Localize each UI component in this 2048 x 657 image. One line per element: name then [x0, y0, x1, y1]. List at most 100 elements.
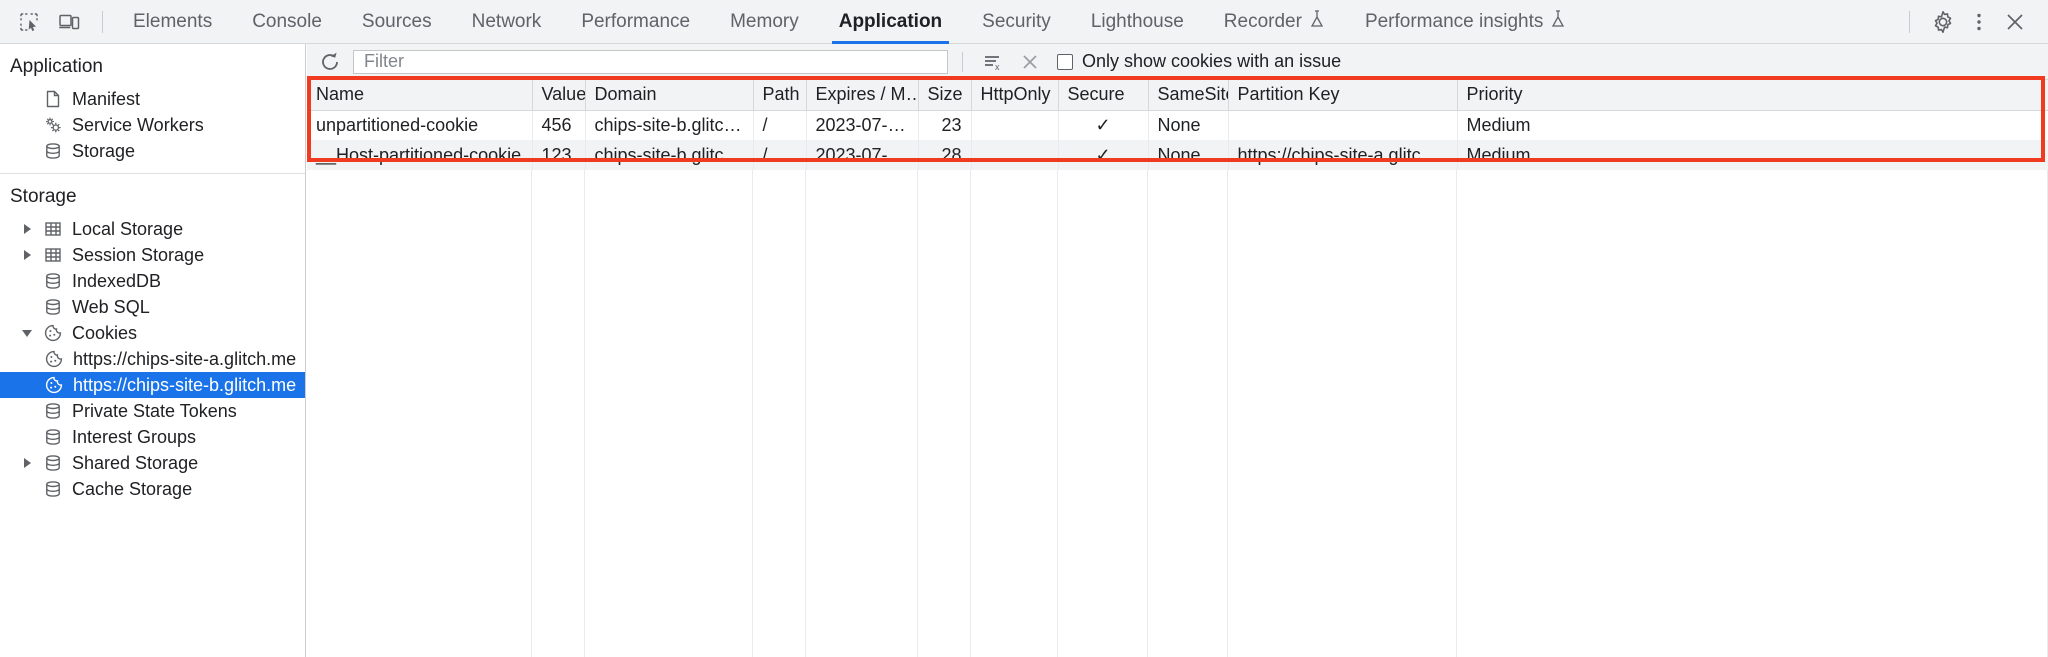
cell-partition-key[interactable]: https://chips-site-a.glitch.me [1228, 140, 1458, 170]
sidebar-item-storage[interactable]: Storage [0, 138, 305, 164]
table-row[interactable]: __Host-partitioned-cookie 123 chips-site… [307, 140, 2048, 170]
sidebar-item-label: https://chips-site-a.glitch.me [73, 348, 297, 369]
sidebar-item-label: IndexedDB [72, 270, 162, 291]
cell-secure[interactable]: ✓ [1058, 110, 1149, 140]
only-show-issues-checkbox-row[interactable]: Only show cookies with an issue [1057, 51, 1341, 72]
cell-httponly[interactable] [971, 140, 1059, 170]
empty-column [532, 170, 585, 657]
toolbar-divider [1909, 10, 1910, 33]
tab-application[interactable]: Application [819, 0, 962, 44]
chevron-right-icon[interactable] [22, 223, 34, 235]
clear-all-cookies-icon[interactable] [1015, 49, 1045, 75]
toolbar-divider [962, 51, 963, 72]
column-header-name[interactable]: Name [307, 80, 533, 111]
inspect-element-icon[interactable] [12, 7, 46, 37]
tab-lighthouse[interactable]: Lighthouse [1071, 0, 1204, 44]
database-icon [43, 427, 63, 447]
sidebar-item-interest-groups[interactable]: Interest Groups [0, 424, 305, 450]
cell-httponly[interactable] [971, 110, 1059, 140]
column-header-path[interactable]: Path [753, 80, 807, 111]
cell-domain[interactable]: chips-site-b.glitch.me [585, 110, 754, 140]
cell-samesite[interactable]: None [1148, 110, 1229, 140]
tab-security[interactable]: Security [962, 0, 1071, 44]
spacer [22, 431, 34, 443]
table-row[interactable]: unpartitioned-cookie 456 chips-site-b.gl… [307, 110, 2048, 140]
tab-recorder[interactable]: Recorder [1204, 0, 1345, 44]
column-header-samesite[interactable]: SameSite [1148, 80, 1229, 111]
search-input[interactable]: Filter [353, 49, 948, 74]
tab-performance[interactable]: Performance [561, 0, 710, 44]
tab-sources[interactable]: Sources [342, 0, 452, 44]
chevron-down-icon[interactable] [22, 327, 34, 339]
cell-expires[interactable]: 2023-07-07… [806, 140, 919, 170]
empty-column [1228, 170, 1457, 657]
sidebar-section-application: Application [10, 56, 103, 77]
sidebar-item-cache-storage[interactable]: Cache Storage [0, 476, 305, 502]
table-icon [43, 219, 63, 239]
clear-filtered-cookies-icon[interactable]: x [977, 49, 1007, 75]
devtools-tab-bar: Elements Console Sources Network Perform… [0, 0, 2048, 44]
sidebar-item-private-state-tokens[interactable]: Private State Tokens [0, 398, 305, 424]
chevron-right-icon[interactable] [22, 457, 34, 469]
sidebar-section-storage: Storage [10, 186, 77, 207]
refresh-icon[interactable] [315, 49, 345, 75]
sidebar-item-label: Local Storage [72, 218, 184, 239]
sidebar-item-service-workers[interactable]: Service Workers [0, 112, 305, 138]
checkbox-icon[interactable] [1057, 53, 1073, 70]
database-icon [43, 141, 63, 161]
sidebar-item-shared-storage[interactable]: Shared Storage [0, 450, 305, 476]
cell-name[interactable]: unpartitioned-cookie [307, 110, 533, 140]
spacer [22, 405, 34, 417]
tab-bar-left-icons [0, 7, 113, 37]
column-header-httponly[interactable]: HttpOnly [971, 80, 1059, 111]
sidebar-item-cookies[interactable]: Cookies [0, 320, 305, 346]
cell-value[interactable]: 456 [532, 110, 586, 140]
column-header-partition-key[interactable]: Partition Key [1228, 80, 1458, 111]
empty-column [753, 170, 806, 657]
empty-column [1148, 170, 1228, 657]
cell-value[interactable]: 123 [532, 140, 586, 170]
sidebar-item-cookies-chips-site-a[interactable]: https://chips-site-a.glitch.me [0, 346, 305, 372]
sidebar-item-label: https://chips-site-b.glitch.me [73, 374, 297, 395]
tab-performance-insights[interactable]: Performance insights [1345, 0, 1586, 44]
sidebar-item-web-sql[interactable]: Web SQL [0, 294, 305, 320]
cell-priority[interactable]: Medium [1457, 110, 2048, 140]
more-options-icon[interactable] [1962, 7, 1996, 37]
cookies-table-container: Name Value Domain Path Expires / M… Size… [307, 80, 2048, 657]
column-header-priority[interactable]: Priority [1457, 80, 2048, 111]
sidebar-item-cookies-chips-site-b[interactable]: https://chips-site-b.glitch.me [0, 372, 305, 398]
tab-network[interactable]: Network [452, 0, 562, 44]
cell-path[interactable]: / [753, 140, 807, 170]
column-header-value[interactable]: Value [532, 80, 586, 111]
sidebar-item-manifest[interactable]: Manifest [0, 86, 305, 112]
tab-memory[interactable]: Memory [710, 0, 819, 44]
device-toolbar-icon[interactable] [52, 7, 86, 37]
toolbar-divider [102, 10, 103, 33]
cell-expires[interactable]: 2023-07-07… [806, 110, 919, 140]
cell-size[interactable]: 23 [918, 110, 972, 140]
column-header-size[interactable]: Size [918, 80, 972, 111]
cell-partition-key[interactable] [1228, 110, 1458, 140]
cell-priority[interactable]: Medium [1457, 140, 2048, 170]
cell-name[interactable]: __Host-partitioned-cookie [307, 140, 533, 170]
tab-console[interactable]: Console [232, 0, 342, 44]
cell-size[interactable]: 28 [918, 140, 972, 170]
cell-secure[interactable]: ✓ [1058, 140, 1149, 170]
sidebar-item-label: Web SQL [72, 296, 150, 317]
cell-domain[interactable]: chips-site-b.glitch.me [585, 140, 754, 170]
sidebar-item-session-storage[interactable]: Session Storage [0, 242, 305, 268]
settings-gear-icon[interactable] [1926, 7, 1960, 37]
close-devtools-icon[interactable] [1998, 7, 2032, 37]
column-header-expires[interactable]: Expires / M… [806, 80, 919, 111]
tab-elements[interactable]: Elements [113, 0, 232, 44]
column-header-domain[interactable]: Domain [585, 80, 754, 111]
sidebar-item-label: Storage [72, 140, 136, 161]
cell-path[interactable]: / [753, 110, 807, 140]
cell-samesite[interactable]: None [1148, 140, 1229, 170]
column-header-secure[interactable]: Secure [1058, 80, 1149, 111]
tab-label: Application [838, 10, 943, 32]
sidebar-item-indexeddb[interactable]: IndexedDB [0, 268, 305, 294]
chevron-right-icon[interactable] [22, 249, 34, 261]
spacer [22, 145, 34, 157]
sidebar-item-local-storage[interactable]: Local Storage [0, 216, 305, 242]
